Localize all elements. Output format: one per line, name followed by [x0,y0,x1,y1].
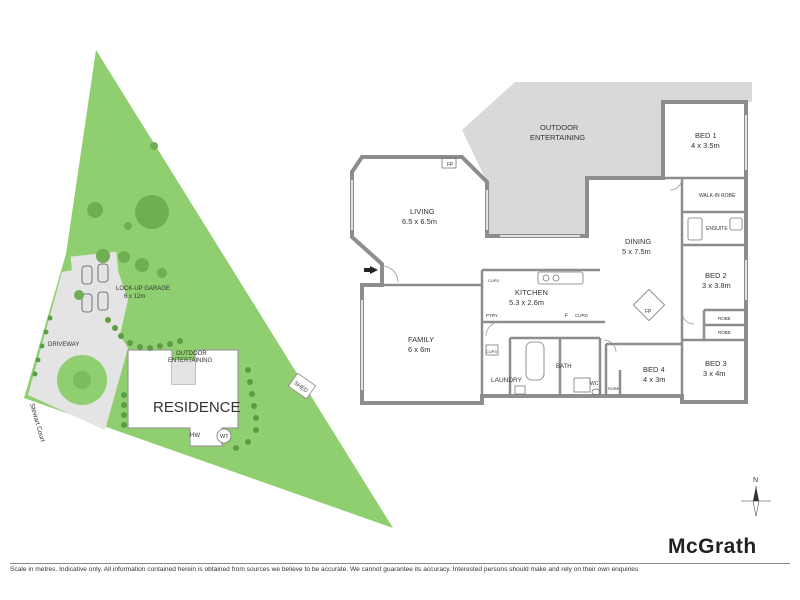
dining-name: DINING [625,237,651,246]
kitchen-cupd-2: CUPD [488,278,499,283]
site-plan: Stewart Court DRIVEWAY LOCK-UP GARAGE 6 … [24,50,393,528]
outdoor-name-1: OUTDOOR [540,123,579,132]
site-outdoor-label-1: OUTDOOR [176,351,207,357]
living-size: 6.5 x 6.5m [402,217,437,226]
family-name: FAMILY [408,335,434,344]
outdoor-name-2: ENTERTAINING [530,133,585,142]
central-tree [73,371,91,389]
shed-footprint [287,372,317,400]
dining-size: 5 x 7.5m [622,247,651,256]
driveway-label: DRIVEWAY [48,342,79,348]
laundry-cupd: CUPD [486,349,497,354]
kitchen-fridge: F [565,313,568,319]
street-label: Stewart Court [28,403,46,443]
fittings [441,157,743,396]
residence-outdoor-area [172,360,195,384]
windows [351,115,747,403]
lawn [24,50,393,528]
wt-label: WT [220,434,229,440]
laundry-name: LAUNDRY [491,377,523,384]
floor-plan: OUTDOOR ENTERTAINING FP LIVING 6.5 x 6.5… [350,82,752,405]
garden-hedge [32,315,259,451]
doors [381,177,695,353]
robe-a: ROBE [718,316,731,321]
kitchen-cupd: CUPD [575,313,589,318]
dining-fp: FP [645,309,652,315]
wc-name: WC [590,381,599,387]
bath-name: BATH [556,364,572,370]
ensuite-name: ENSUITE [706,226,728,232]
garage-pad [70,251,124,325]
outdoor-entertaining-area [462,82,752,236]
garage-size: 6 x 12m [124,294,145,300]
site-outdoor-label-2: ENTERTAINING [168,358,212,364]
bed1-name: BED 1 [695,131,717,140]
car-icon [81,263,109,313]
bed2-name: BED 2 [705,271,727,280]
bed3-name: BED 3 [705,359,727,368]
garage-label: LOCK-UP GARAGE [116,286,170,292]
living-name: LIVING [410,207,435,216]
bed1-size: 4 x 3.5m [691,141,720,150]
brand-logo: McGrath [668,535,757,558]
kitchen-pantry: PTRY [486,313,498,318]
residence-label: RESIDENCE [153,399,241,416]
compass-north: N [753,477,758,484]
footer-divider [10,563,790,564]
interior-walls [382,176,746,403]
bed2-size: 3 x 3.8m [702,281,731,290]
water-tank [216,428,232,444]
living-fp: FP [447,162,454,168]
robe-b: ROBE [718,330,731,335]
bed4-robe: ROBE [608,386,620,391]
bed4-size: 4 x 3m [643,375,666,384]
kitchen-name: KITCHEN [515,288,548,297]
bed3-size: 3 x 4m [703,369,726,378]
hw-label: HW [190,433,200,439]
tree-group [74,142,169,300]
kitchen-size: 5.3 x 2.6m [509,298,544,307]
entry-arrow-icon [364,266,378,274]
disclaimer-text: Scale in metres. Indicative only. All in… [10,566,639,573]
bed4-name: BED 4 [643,365,665,374]
walkin-name: WALK-IN ROBE [699,193,736,199]
north-arrow-icon: N [741,477,771,517]
family-size: 6 x 6m [408,345,431,354]
